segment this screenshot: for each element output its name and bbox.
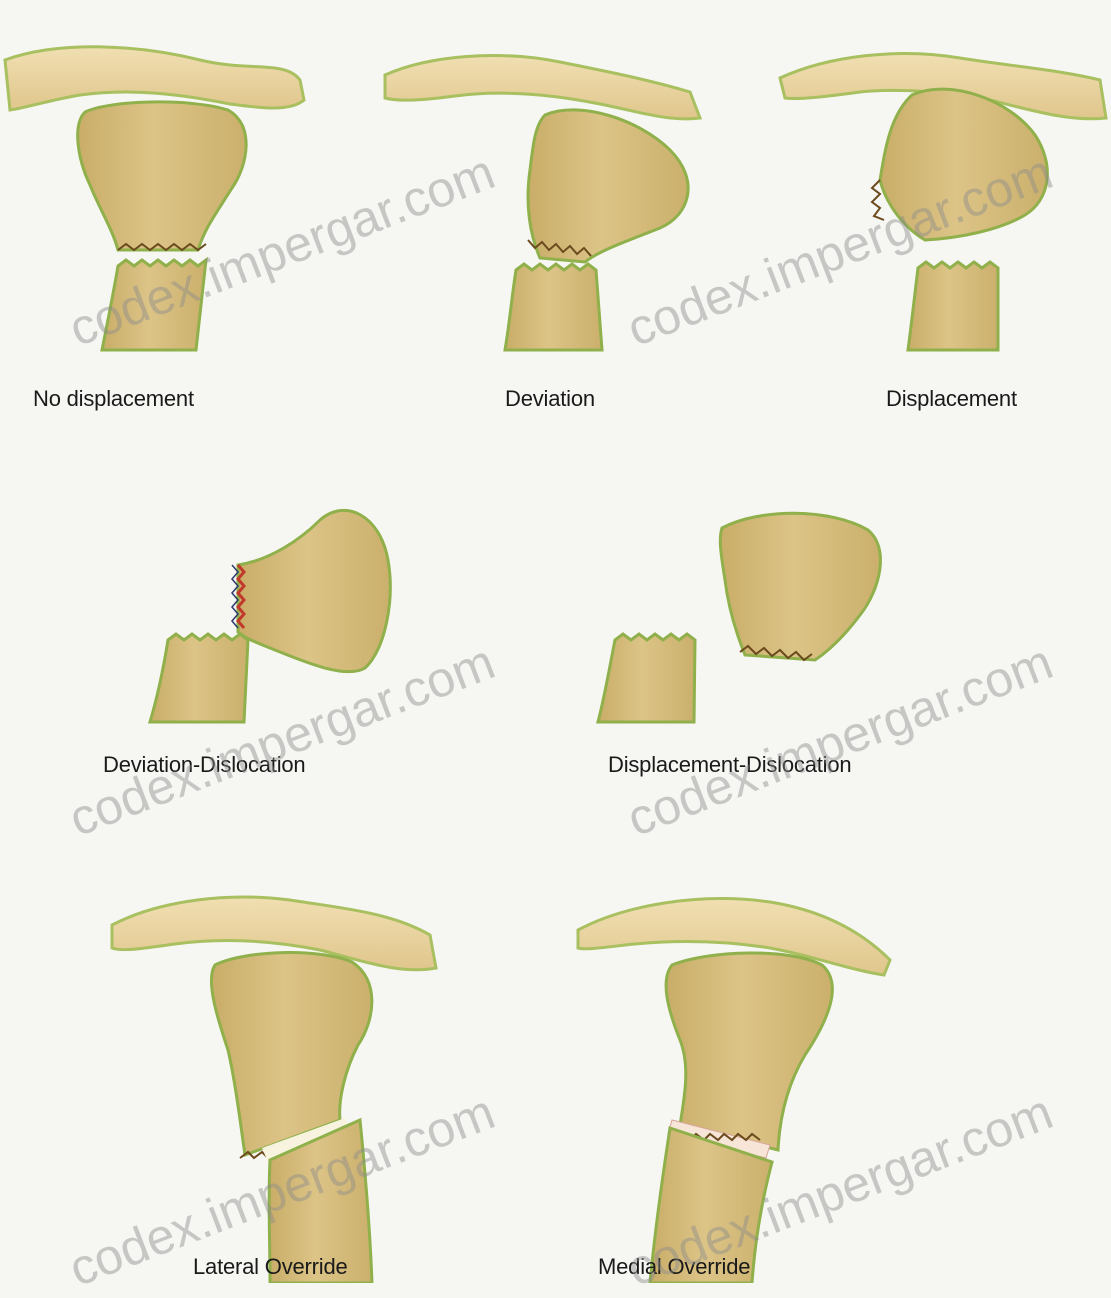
- caption-deviation: Deviation: [505, 386, 595, 412]
- humeral-shaft-shape: [908, 262, 998, 350]
- acromion-shape: [385, 56, 700, 119]
- panel-lateral-override: [112, 897, 436, 1283]
- humeral-head-shape: [720, 513, 880, 660]
- caption-displacement: Displacement: [886, 386, 1017, 412]
- caption-lateral-override: Lateral Override: [193, 1254, 348, 1280]
- humeral-head-shape: [666, 953, 832, 1150]
- caption-deviation-dislocation: Deviation-Dislocation: [103, 752, 305, 778]
- panel-displacement: [780, 54, 1106, 350]
- humeral-shaft-shape: [598, 634, 695, 722]
- humeral-head-shape: [238, 510, 390, 671]
- panel-medial-override: [578, 899, 890, 1283]
- panel-deviation-dislocation: [150, 510, 390, 722]
- humeral-head-shape: [78, 102, 246, 250]
- caption-medial-override: Medial Override: [598, 1254, 750, 1280]
- panel-deviation: [385, 56, 700, 350]
- humeral-shaft-shape: [150, 634, 248, 722]
- caption-no-displacement: No displacement: [33, 386, 194, 412]
- humeral-shaft-shape: [102, 260, 206, 350]
- panel-displacement-dislocation: [598, 513, 880, 722]
- caption-displacement-dislocation: Displacement-Dislocation: [608, 752, 851, 778]
- panel-no-displacement: [5, 47, 304, 350]
- humeral-head-shape: [880, 89, 1047, 240]
- humeral-shaft-shape: [505, 264, 602, 350]
- humeral-head-shape: [528, 110, 688, 262]
